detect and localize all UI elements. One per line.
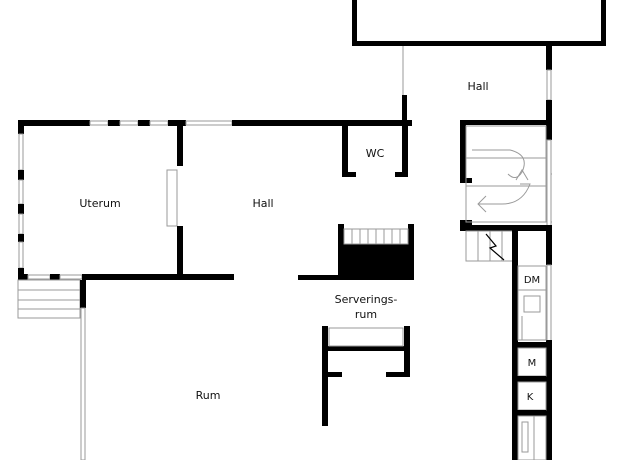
- top-room-walls: [352, 0, 606, 46]
- label-hall-top: Hall: [467, 80, 488, 93]
- label-serveringsrum-line1: Serverings-: [335, 293, 398, 306]
- upper-hall-walls: [402, 46, 552, 140]
- label-serveringsrum-line2: rum: [355, 308, 377, 321]
- uterum-walls: [17, 120, 234, 319]
- right-column-walls: [460, 120, 552, 460]
- label-uterum: Uterum: [79, 197, 120, 210]
- stair-block: [298, 224, 414, 280]
- label-k: K: [527, 392, 534, 403]
- serveringsrum-walls: [322, 326, 410, 426]
- north-walls: [18, 120, 412, 126]
- label-hall-main: Hall: [252, 197, 273, 210]
- label-dm: DM: [524, 275, 540, 286]
- wc-walls: [342, 126, 408, 177]
- label-wc: WC: [366, 147, 385, 160]
- label-m: M: [528, 358, 537, 369]
- label-rum: Rum: [196, 389, 221, 402]
- rum-walls: [80, 280, 86, 460]
